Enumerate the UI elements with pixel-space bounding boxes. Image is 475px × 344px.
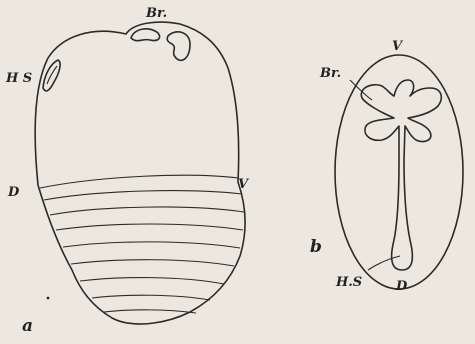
brain-lobe-left — [131, 29, 160, 41]
segment-line-1 — [40, 175, 238, 188]
panel-label-a: a — [22, 316, 33, 336]
specimen-dot — [47, 297, 50, 300]
segment-line-5 — [63, 242, 240, 248]
segment-line-6 — [71, 260, 234, 266]
segment-line-4 — [56, 224, 243, 230]
figure-a: Br. H S D V a — [5, 6, 250, 336]
larva-body-outline — [35, 22, 245, 324]
label-b-v: V — [392, 39, 404, 54]
label-b-d: D — [395, 279, 408, 294]
figure-b: V Br. H.S D b — [310, 39, 463, 294]
brain-lobe-right — [167, 32, 190, 60]
brain-stalk-structure — [361, 80, 441, 270]
label-a-br: Br. — [145, 6, 167, 21]
label-b-hs: H.S — [335, 275, 362, 290]
segment-line-8 — [92, 295, 210, 300]
panel-label-b: b — [310, 237, 322, 257]
segment-line-2 — [44, 191, 242, 200]
label-b-br: Br. — [319, 66, 341, 81]
segment-line-9 — [104, 310, 196, 313]
label-a-v: V — [238, 177, 250, 192]
segment-line-7 — [80, 278, 224, 284]
segment-line-3 — [50, 207, 244, 215]
label-a-hs: H S — [5, 71, 32, 86]
label-a-d: D — [7, 185, 20, 200]
